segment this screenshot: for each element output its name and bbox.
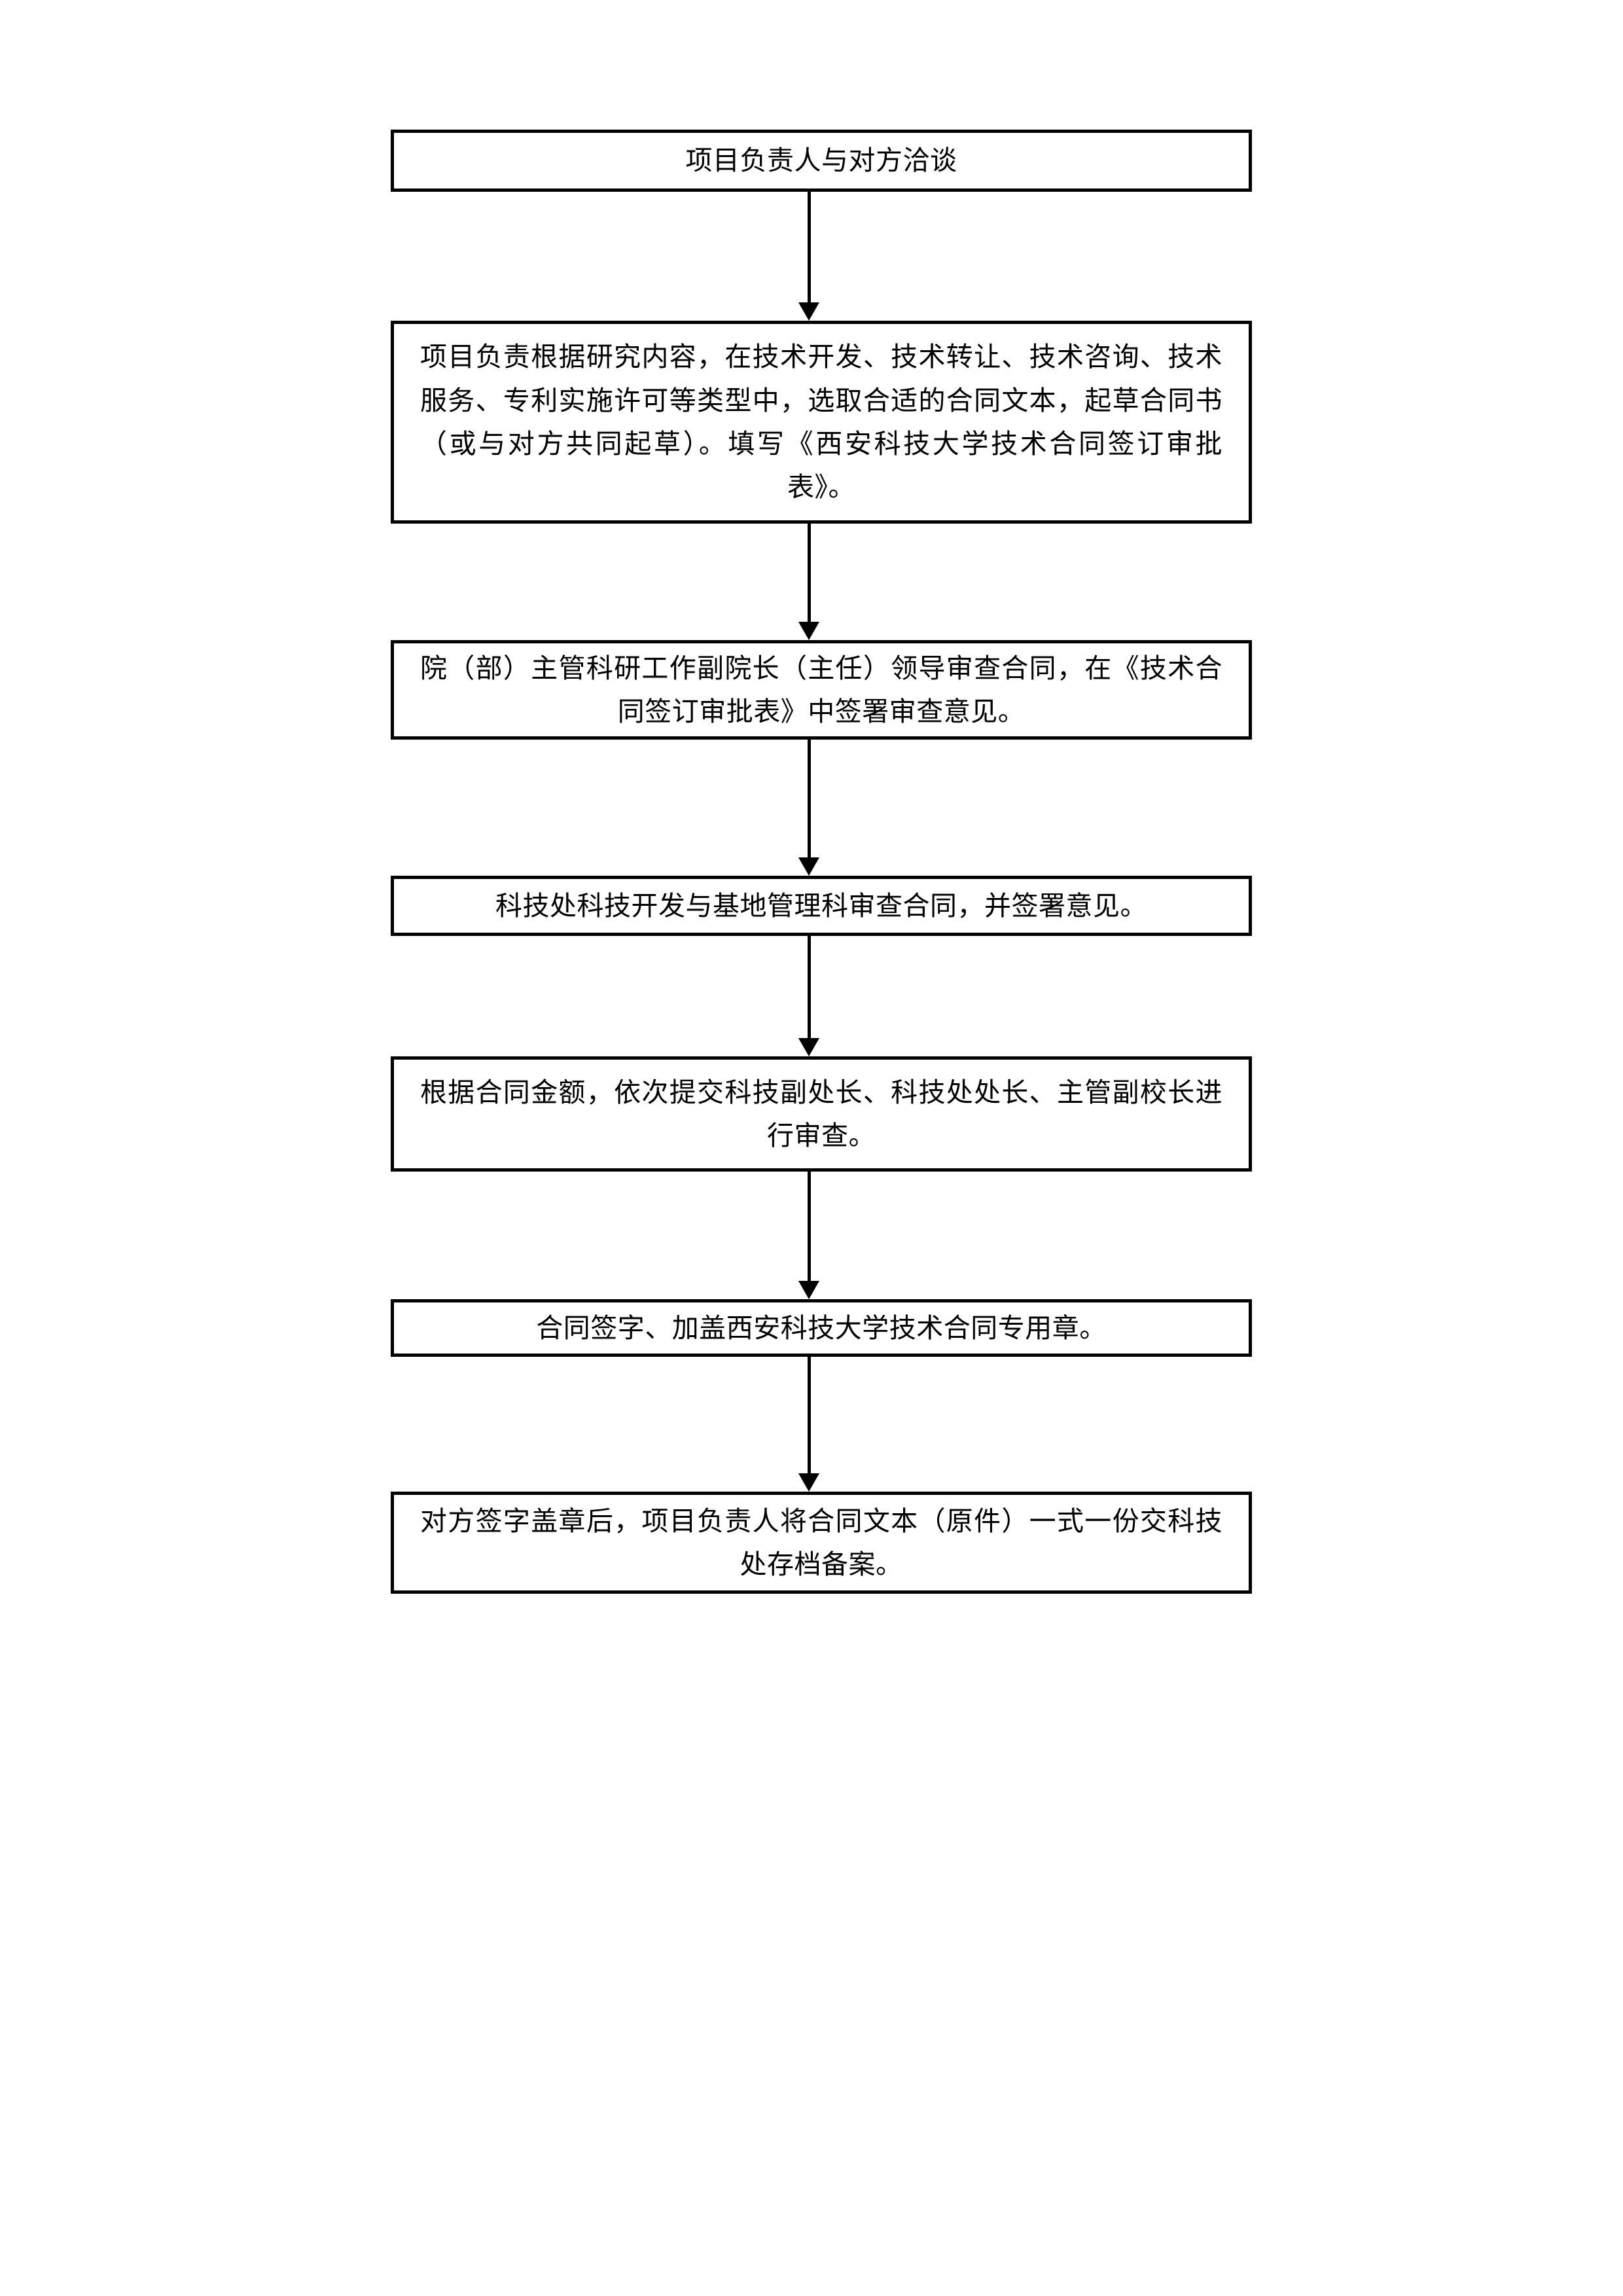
flow-node-label-4: 科技处科技开发与基地管理科审查合同，并签署意见。 — [495, 889, 1147, 922]
arrowhead-icon-5 — [798, 1281, 819, 1299]
arrowhead-icon-6 — [798, 1473, 819, 1492]
flow-node-label-3: 院（部）主管科研工作副院长（主任）领导审查合同，在《技术合同签订审批表》中签署审… — [420, 652, 1222, 727]
flow-node-1: 项目负责人与对方洽谈 — [391, 130, 1252, 192]
flow-node-6: 合同签字、加盖西安科技大学技术合同专用章。 — [391, 1299, 1252, 1357]
arrowhead-icon-4 — [798, 1038, 819, 1056]
flow-node-2: 项目负责根据研究内容，在技术开发、技术转让、技术咨询、技术服务、专利实施许可等类… — [391, 321, 1252, 524]
flow-node-label-1: 项目负责人与对方洽谈 — [685, 145, 957, 177]
flow-node-7: 对方签字盖章后，项目负责人将合同文本（原件）一式一份交科技处存档备案。 — [391, 1492, 1252, 1594]
connector-stem-5 — [808, 1172, 811, 1281]
connector-stem-4 — [808, 936, 811, 1038]
flow-node-label-5: 根据合同金额，依次提交科技副处长、科技处处长、主管副校长进行审查。 — [420, 1076, 1222, 1151]
flow-node-label-2: 项目负责根据研究内容，在技术开发、技术转让、技术咨询、技术服务、专利实施许可等类… — [420, 341, 1222, 503]
flow-node-4: 科技处科技开发与基地管理科审查合同，并签署意见。 — [391, 876, 1252, 936]
connector-stem-6 — [808, 1357, 811, 1473]
connector-stem-1 — [808, 192, 811, 302]
arrowhead-icon-2 — [798, 622, 819, 640]
flow-node-label-6: 合同签字、加盖西安科技大学技术合同专用章。 — [536, 1312, 1107, 1344]
arrowhead-icon-1 — [798, 302, 819, 321]
arrowhead-icon-3 — [798, 857, 819, 876]
flow-node-label-7: 对方签字盖章后，项目负责人将合同文本（原件）一式一份交科技处存档备案。 — [420, 1505, 1222, 1580]
flow-node-5: 根据合同金额，依次提交科技副处长、科技处处长、主管副校长进行审查。 — [391, 1056, 1252, 1172]
flow-node-3: 院（部）主管科研工作副院长（主任）领导审查合同，在《技术合同签订审批表》中签署审… — [391, 640, 1252, 740]
connector-stem-2 — [808, 524, 811, 622]
connector-stem-3 — [808, 740, 811, 857]
